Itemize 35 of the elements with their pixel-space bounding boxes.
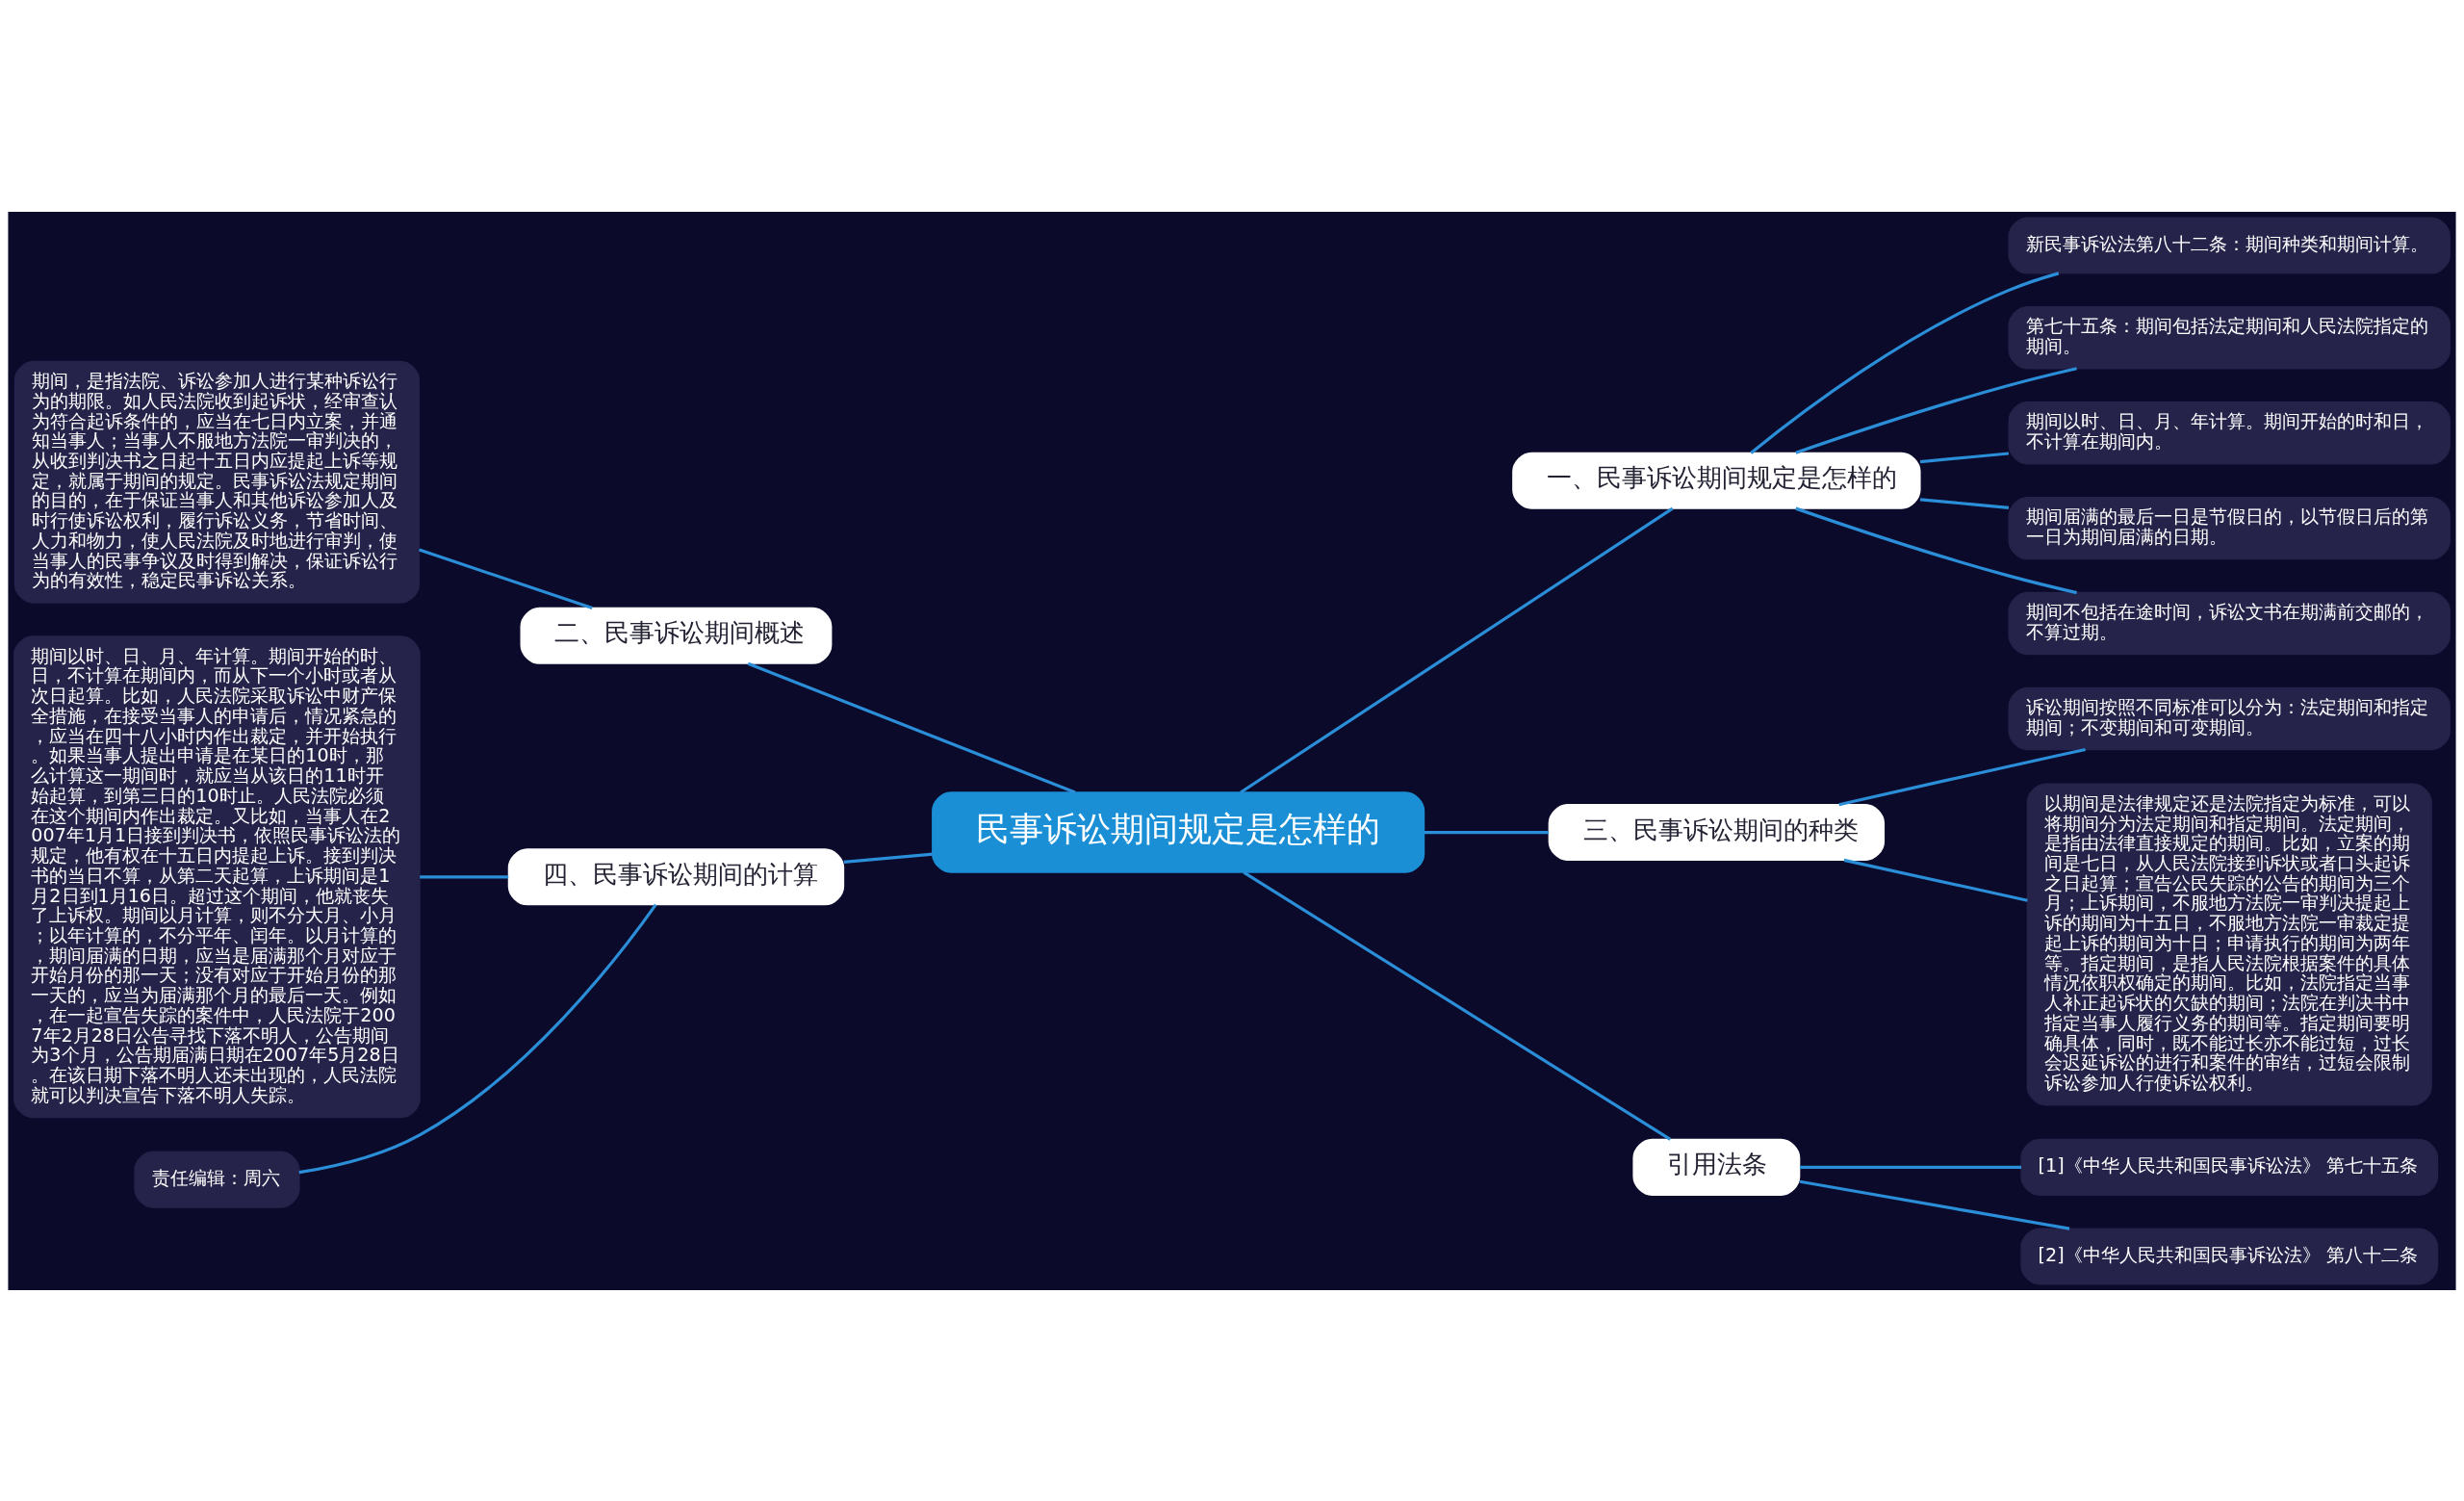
- node-box: 新民事诉讼法第八十二条：期间种类和期间计算。: [2008, 217, 2451, 274]
- connector: [419, 548, 593, 609]
- connector: [1240, 506, 1674, 793]
- node-box: 四、民事诉讼期间的计算: [507, 847, 845, 905]
- connector: [1795, 506, 2077, 594]
- node-box: 期间，是指法院、诉讼参加人进行某种诉讼行为的期限。如人民法院收到起诉状，经审查认为符合起诉条件的，应当在七日内立案，并通知当事人；当事人不服地方法院一审判决的，从收到判决书之日起十五日内应提起上诉等规定，就属于期间的规定。民事诉讼法规定期间的目的，在于保证当事人和其他诉讼参加人及时行使诉讼权利，履行诉讼义务，节省时间、人力和物力，使人民法院及时地进行审判，使当事人的民事争议及时得到解决，保证诉讼行为的有效性，稳定民事诉讼关系。: [13, 360, 420, 604]
- connector: [298, 903, 657, 1174]
- node-box: 二、民事诉讼期间概述: [520, 607, 833, 664]
- connector: [747, 661, 1076, 793]
- node-box: [1]《中华人民共和国民事诉讼法》 第七十五条: [2020, 1138, 2439, 1196]
- connector: [1919, 497, 2010, 509]
- node-box: 引用法条: [1632, 1138, 1801, 1196]
- node-box: 以期间是法律规定还是法院指定为标准，可以将期间分为法定期间和指定期间。法定期间，是指由法律直接规定的期间。比如，立案的期间是七日，从人民法院接到诉状或者口头起诉之日起算；宣告公民失踪的公告的期间为三个月；上诉期间，不服地方法院一审判决提起上诉的期间为十五日，不服地方法院一审裁定提起上诉的期间为十日；申请执行的期间为两年等。指定期间，是指人民法院根据案件的具体情况依职权确定的期间。比如，法院指定当事人补正起诉状的欠缺的期间；法院在判决书中指定当事人履行义务的期间等。指定期间要明确具体，同时，既不能过长亦不能过短，过长会迟延诉讼的进行和案件的审结，过短会限制诉讼参加人行使诉讼权利。: [2026, 783, 2432, 1106]
- node-box: 期间以时、日、月、年计算。期间开始的时、日，不计算在期间内，而从下一个小时或者从次日起算。比如，人民法院采取诉讼中财产保全措施，在接受当事人的申请后，情况紧急的，应当在四十八小时内作出裁定，并开始执行。如果当事人提出申请是在某日的10时，那么计算这一期间时，就应当从该日的11时开始起算，到第三日的10时止。人民法院必须在这个期间内作出裁定。又比如，当事人在2007年1月1日接到判决书，依照民事诉讼法的规定，他有权在十五日内提起上诉。接到判决书的当日不算，从第二天起算，上诉期间是1月2日到1月16日。超过这个期间，他就丧失了上诉权。期间以月计算，则不分大月、小月；以年计算的，不分平年、闰年。以月计算的，期间届满的日期，应当是届满那个月对应于开始月份的那一天；没有对应于开始月份的那一天的，应当为届满那个月的最后一天。例如，在一起宣告失踪的案件中，人民法院于2007年2月28日公告寻找下落不明人，公告期间为3个月，公告期届满日期在2007年5月28日。在该日期下落不明人还未出现的，人民法院就可以判决宣告下落不明人失踪。: [13, 634, 421, 1118]
- connector: [1838, 747, 2086, 806]
- node-box: 诉讼期间按照不同标准可以分为：法定期间和指定期间；不变期间和可变期间。: [2008, 686, 2451, 750]
- connector: [1843, 858, 2028, 902]
- node-box: 期间届满的最后一日是节假日的，以节假日后的第一日为期间届满的日期。: [2008, 496, 2451, 559]
- connector: [420, 874, 509, 878]
- node-box: 第七十五条：期间包括法定期间和人民法院指定的期间。: [2008, 305, 2451, 370]
- node-box: [2]《中华人民共和国民事诉讼法》 第八十二条: [2020, 1227, 2439, 1284]
- node-box: 三、民事诉讼期间的种类: [1548, 803, 1886, 861]
- node-box: 期间不包括在途时间，诉讼文书在期满前交邮的，不算过期。: [2008, 591, 2451, 655]
- node-box: 一、民事诉讼期间规定是怎样的: [1512, 452, 1921, 509]
- connector: [843, 852, 933, 864]
- connector: [1243, 870, 1672, 1141]
- node-box: 民事诉讼期间规定是怎样的: [932, 790, 1425, 873]
- node-box: 责任编辑：周六: [134, 1151, 300, 1208]
- node-box: 期间以时、日、月、年计算。期间开始的时和日，不计算在期间内。: [2008, 401, 2451, 464]
- connector: [1799, 1179, 2070, 1230]
- connector: [1919, 451, 2010, 463]
- connector: [1424, 830, 1550, 834]
- connector: [1750, 271, 2060, 454]
- connector: [1800, 1165, 2022, 1169]
- connector: [1795, 366, 2077, 454]
